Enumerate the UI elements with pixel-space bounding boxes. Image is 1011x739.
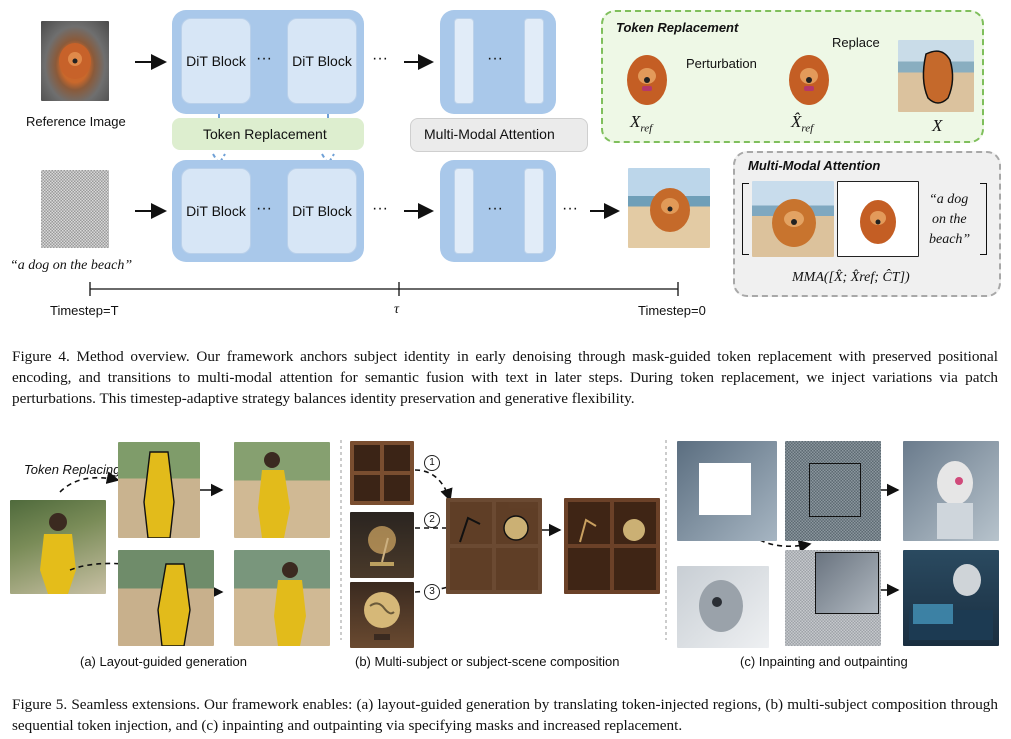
timestep-tau: τ: [394, 302, 400, 317]
timestep-end: Timestep=0: [638, 303, 706, 318]
fig5b-composite-masked: [446, 498, 542, 594]
mma-ref-dog: [837, 181, 919, 257]
reference-image-label: Reference Image: [26, 114, 126, 129]
mma-bar: [410, 118, 588, 152]
xhat-ref-dog: [786, 48, 832, 110]
figure-4-caption: Figure 4. Method overview. Our framework…: [12, 348, 998, 407]
mma-label: Multi-Modal Attention: [424, 126, 555, 142]
token-replacing-label: Token Replacing: [24, 462, 121, 477]
noise-image: [41, 170, 109, 248]
step-2-marker: 2: [424, 512, 440, 528]
fig5-sub-c: (c) Inpainting and outpainting: [740, 654, 908, 669]
dit-block-1: DiT Block: [181, 18, 251, 104]
fig5b-globe-image: [350, 582, 414, 648]
fig5a-gen-top-result: [234, 442, 330, 538]
fig5c-inpaint-noisy: [785, 441, 881, 541]
output-image: [628, 168, 710, 248]
mma-formula: MMA([X̂; X̂ref; ĈT]): [792, 270, 910, 285]
mma-quote-2: on the: [932, 212, 967, 227]
ellipsis-2: ···: [372, 50, 388, 67]
xhat-ref-label: X̂ref: [791, 112, 814, 135]
x-label: X: [932, 116, 943, 135]
ellipsis-6: ···: [487, 200, 503, 217]
ellipsis-1: ···: [256, 50, 272, 67]
fig5-sub-b: (b) Multi-subject or subject-scene compo…: [355, 654, 620, 669]
fig5b-composite-result: [564, 498, 660, 594]
timestep-start: Timestep=T: [50, 303, 119, 318]
fig5-sub-a: (a) Layout-guided generation: [80, 654, 247, 669]
x-target-image: [898, 40, 974, 112]
ellipsis-3: ···: [256, 200, 272, 217]
mma-quote-1: “a dog: [929, 192, 969, 207]
dit-block-2: DiT Block: [287, 18, 357, 104]
mma-panel-title: Multi-Modal Attention: [748, 158, 881, 173]
dit-thin-block-4: [524, 168, 544, 254]
dit-block-3: DiT Block: [181, 168, 251, 254]
ellipsis-4: ···: [372, 200, 388, 217]
dit-thin-block-1: [454, 18, 474, 104]
fig5a-gen-top-masked: [118, 442, 200, 538]
step-1-marker: 1: [424, 455, 440, 471]
fig5c-outpaint-noisy: [785, 550, 881, 646]
dit-block-4: DiT Block: [287, 168, 357, 254]
reference-image: [41, 21, 109, 101]
mma-bracket-right: [980, 183, 987, 255]
mma-beach-dog: [752, 181, 834, 257]
tr-panel-title: Token Replacement: [616, 20, 739, 35]
xref-label: Xref: [630, 112, 653, 135]
token-replacement-label: Token Replacement: [203, 126, 327, 142]
dit-thin-block-3: [454, 168, 474, 254]
fig5c-inpaint-result: [903, 441, 999, 541]
fig5a-gen-bottom-result: [234, 550, 330, 646]
step-3-marker: 3: [424, 584, 440, 600]
ellipsis-5: ···: [487, 50, 503, 67]
mma-bracket-left: [742, 183, 749, 255]
fig5c-inpaint-source: [677, 441, 777, 541]
ellipsis-7: ···: [562, 200, 578, 217]
figure-5-caption: Figure 5. Seamless extensions. Our frame…: [12, 696, 998, 734]
text-prompt: “a dog on the beach”: [10, 258, 133, 273]
token-replacement-bar: [172, 118, 364, 150]
fig5b-shelf-image: [350, 441, 414, 505]
perturbation-label: Perturbation: [686, 56, 757, 71]
dit-thin-block-2: [524, 18, 544, 104]
fig5c-outpaint-result: [903, 550, 999, 646]
mma-quote-3: beach”: [929, 232, 971, 247]
fig5b-lamp-image: [350, 512, 414, 578]
fig5a-gen-bottom-masked: [118, 550, 214, 646]
fig5c-outpaint-source: [677, 566, 769, 648]
xref-dog: [624, 48, 670, 110]
fig5a-source-image: [10, 500, 106, 594]
replace-label: Replace: [832, 35, 880, 50]
